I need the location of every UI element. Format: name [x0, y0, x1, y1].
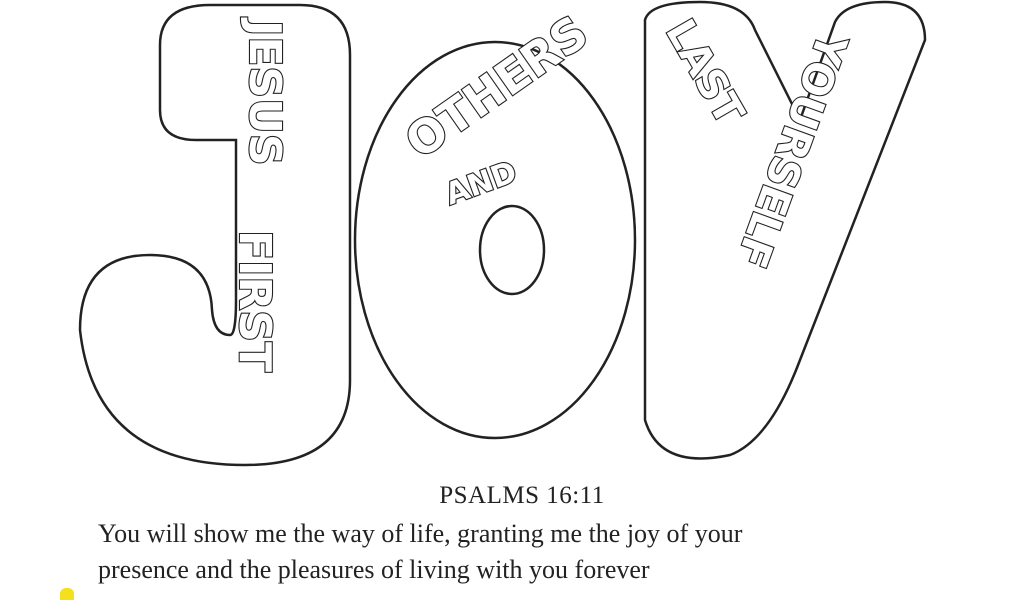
verse-line-2: presence and the pleasures of living wit…: [98, 555, 650, 584]
letter-o-inner: [478, 204, 546, 296]
letter-j-outline: [78, 3, 352, 467]
word-jesus: JESUS: [239, 17, 290, 166]
corner-mark: [60, 588, 74, 600]
letter-y-outline: [643, 0, 927, 460]
scripture-verse: You will show me the way of life, granti…: [98, 516, 998, 588]
joy-word-art: JESUS FIRST OTHERS AND YOURSELF LAST: [78, 0, 927, 467]
word-first: FIRST: [229, 230, 280, 372]
scripture-reference: PSALMS 16:11: [439, 482, 605, 509]
jesus-first-words: JESUS FIRST: [228, 16, 291, 373]
verse-line-1: You will show me the way of life, granti…: [98, 519, 743, 548]
